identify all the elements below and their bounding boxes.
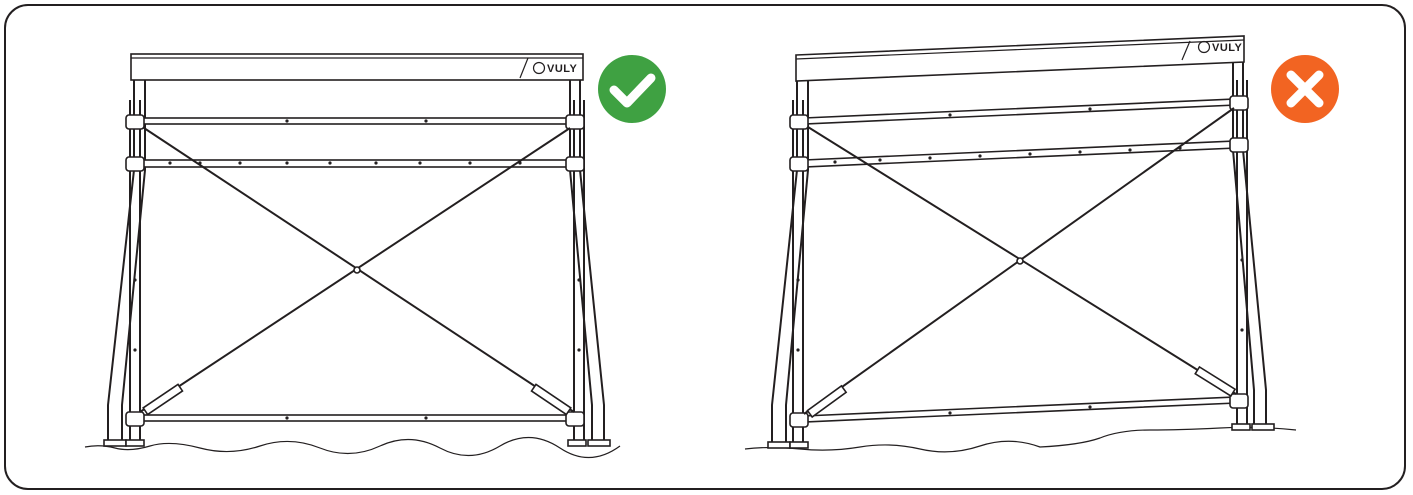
brand-logo-text: VULY bbox=[1212, 42, 1242, 54]
incorrect-badge bbox=[1271, 55, 1339, 123]
upper-rail bbox=[803, 98, 1237, 125]
bottom-rail bbox=[139, 414, 573, 422]
upper-rail bbox=[139, 117, 573, 125]
uneven-frame-illustration: VULY bbox=[744, 35, 1297, 453]
correct-badge bbox=[598, 55, 666, 123]
middle-rail bbox=[139, 159, 573, 168]
right-leg-outer bbox=[569, 80, 605, 440]
close-icon bbox=[1286, 70, 1324, 108]
uneven-ground-line bbox=[744, 426, 1297, 453]
ground-line bbox=[84, 436, 621, 459]
brand-logo-text: VULY bbox=[547, 63, 577, 75]
figure-frame bbox=[4, 4, 1406, 490]
middle-rail bbox=[803, 140, 1237, 168]
check-icon bbox=[609, 73, 656, 108]
correct-badge-circle bbox=[598, 55, 666, 123]
level-frame-illustration: VULY bbox=[84, 53, 621, 459]
bottom-rail bbox=[803, 396, 1237, 423]
